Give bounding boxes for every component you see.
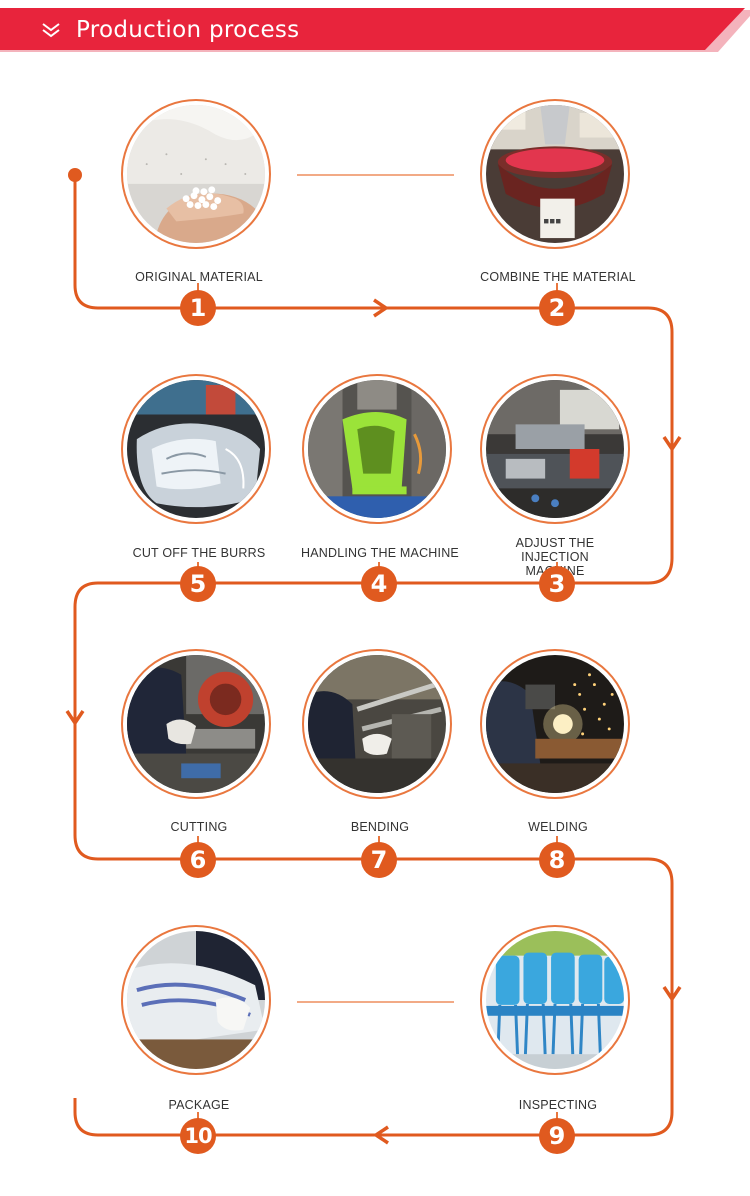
banner-shape [0,8,750,52]
step-1-badge: 1 [180,290,216,326]
step-2-badge: 2 [539,290,575,326]
step-2-photo: ▪▪▪ [480,99,630,249]
step-10-photo [121,925,271,1075]
step-8-badge: 8 [539,842,575,878]
step-4-badge: 4 [361,566,397,602]
start-dot [68,168,82,182]
pipe-bending-image [308,655,446,793]
blue-chairs-image [486,931,624,1069]
svg-text:▪▪▪: ▪▪▪ [543,216,561,226]
packing-plastic-image [127,931,265,1069]
step-9-photo [480,925,630,1075]
step-3-badge: 3 [539,566,575,602]
plastic-parts-image [127,380,265,518]
mixing-machine-image: ▪▪▪ [486,105,624,243]
cutting-saw-image [127,655,265,793]
step-1-label: ORIGINAL MATERIAL [135,270,263,284]
step-3-photo [480,374,630,524]
step-9-badge: 9 [539,1118,575,1154]
step-4-photo [302,374,452,524]
step-10-badge: 10 [180,1118,216,1154]
step-5-label: CUT OFF THE BURRS [132,546,266,560]
page-title: Production process [76,17,300,43]
step-6-photo [121,649,271,799]
step-8-label: WELDING [528,820,588,834]
welding-sparks-image [486,655,624,793]
step-7-badge: 7 [361,842,397,878]
step-10-label: PACKAGE [168,1098,230,1112]
header-banner: Production process [0,0,750,60]
step-8-photo [480,649,630,799]
step-9-label: INSPECTING [518,1098,598,1112]
step-2-label: COMBINE THE MATERIAL [480,270,636,284]
step-4-label: HANDLING THE MACHINE [301,546,459,560]
plastic-pellets-image [127,105,265,243]
step-6-label: CUTTING [170,820,228,834]
step-7-photo [302,649,452,799]
step-6-badge: 6 [180,842,216,878]
double-chevron-down-icon [40,19,62,41]
green-mould-image [308,380,446,518]
step-1-photo [121,99,271,249]
step-5-photo [121,374,271,524]
injection-machine-image [486,380,624,518]
step-5-badge: 5 [180,566,216,602]
step-7-label: BENDING [350,820,410,834]
